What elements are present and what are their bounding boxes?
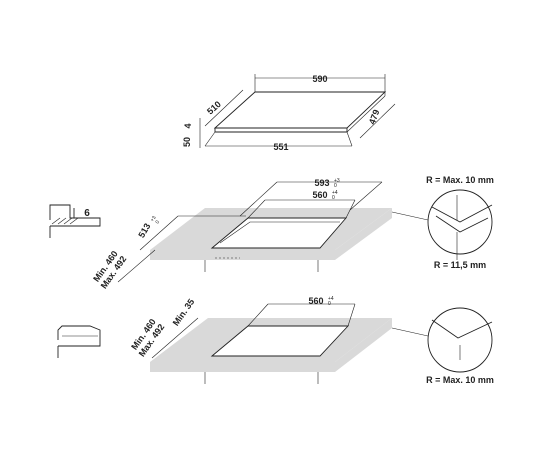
corner-detail-top: R = Max. 10 mm R = 11,5 mm [391,175,494,270]
dim-cutout-width-bottom: 560 [308,296,323,306]
dim-513-line [139,215,179,251]
dim-510-line [204,89,244,127]
dim-outer-width: 593 [314,178,329,188]
dim-body-width: 551 [273,142,288,152]
dim-width-bottom-tol-plus: +4 [328,296,334,302]
dim-recess: 6 [84,208,90,219]
dim-inner-tol-plus: +4 [332,190,338,196]
dim-inner-tol-minus: 0 [332,195,335,201]
countertop-side [335,208,392,260]
dim-551-ext-l [204,131,216,147]
dim-outer-tol-minus: 0 [334,183,337,189]
dim-560-ext-l [247,199,266,219]
recess-detail: 6 [49,204,101,238]
dim-hob-depth: 510 [205,99,223,116]
countertop-side-bottom [335,318,392,372]
label-corner-bottom: R = Max. 10 mm [426,375,494,385]
cutout-inner-edge [219,221,340,244]
dim-560-bottom-ext-l [247,303,269,327]
dim-560-bottom-ext-r [347,303,356,327]
dim-479-line [359,103,396,139]
dim-glass-thickness: 4 [183,123,193,128]
dim-hob-width: 590 [312,74,327,84]
dim-width-bottom-tol-minus: 0 [328,301,331,307]
countertop-edge [150,250,335,260]
label-corner-inner: R = 11,5 mm [434,260,486,270]
surface-detail [57,325,101,358]
countertop-edge-bottom [150,362,335,372]
label-corner-outer: R = Max. 10 mm [426,175,494,185]
corner-detail-bottom: R = Max. 10 mm [391,307,494,385]
cutout-flush-drawing: 593 +3 0 560 +4 0 513 +3 0 Min. 460 Max.… [49,175,494,291]
dim-body-depth: 479 [367,108,382,126]
hob-glass-top [213,91,387,129]
dim-depth-tol-minus: 0 [155,219,162,225]
cutout-surface-drawing: 560 +4 0 Min. 460 Max. 492 Min. 35 R = M… [57,296,494,385]
dim-inner-width: 560 [312,190,327,200]
hob-side-edge [346,95,386,133]
dim-minmax-line [117,249,156,283]
dim-593-ext-r [349,181,383,211]
hob-glass-edge [214,127,348,133]
dim-height-below: 50 [182,137,192,147]
dim-outer-tol-plus: +3 [334,178,340,184]
dim-minmax-bottom-line [151,317,199,359]
hob-drawing: 590 510 479 551 4 50 [182,74,396,152]
dim-cutout-depth: 513 [136,221,152,239]
dim-560-ext-r [345,199,356,219]
dim-551-ext-r [346,131,353,147]
dim-depth-tol-plus: +3 [150,215,158,223]
dim-593-ext-l [239,181,278,217]
